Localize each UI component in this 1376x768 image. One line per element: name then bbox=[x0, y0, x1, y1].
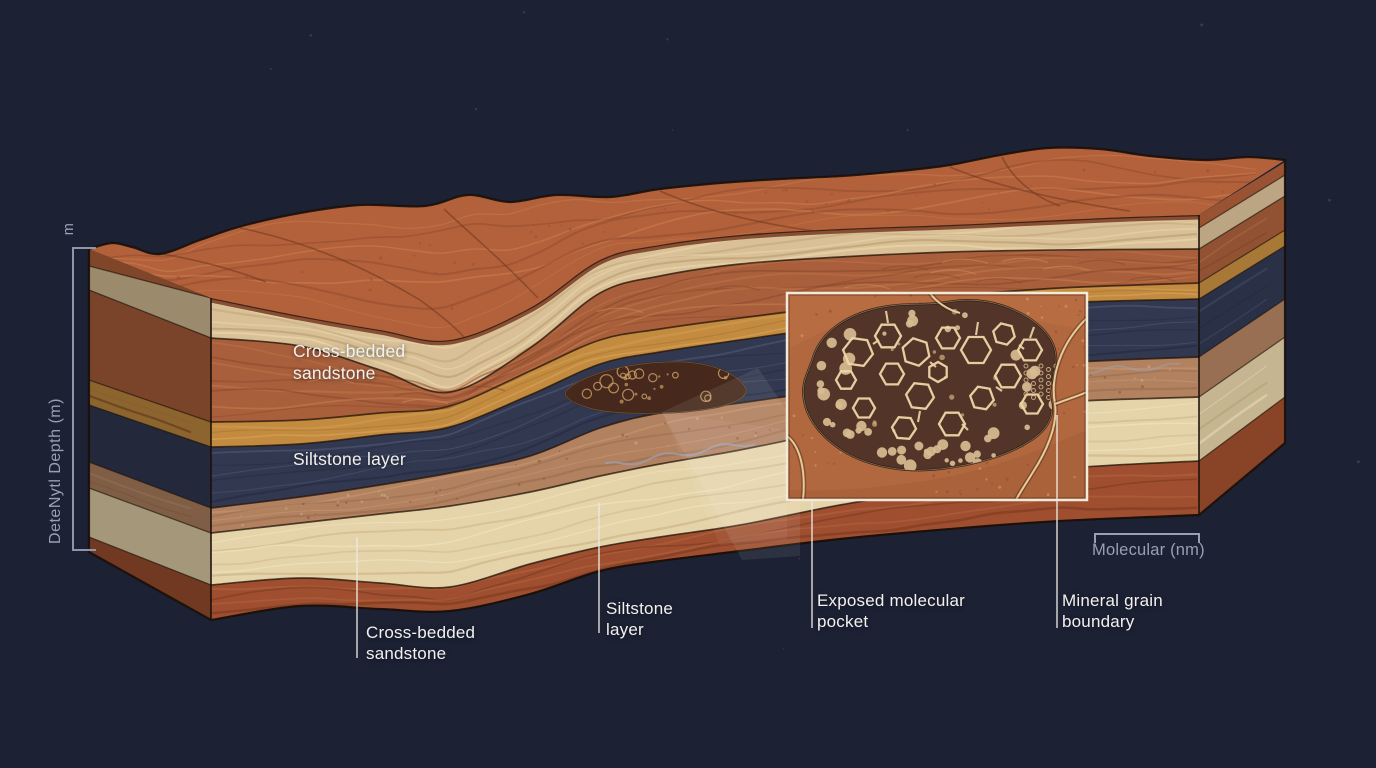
molecular-pocket-lens bbox=[564, 361, 747, 415]
molecular-scale-bracket bbox=[1094, 533, 1200, 543]
molecular-inset-border bbox=[785, 291, 1089, 502]
block-top-terrain bbox=[89, 147, 1285, 341]
zoom-highlight-beam bbox=[662, 368, 800, 560]
molecular-inset-content bbox=[787, 293, 1087, 500]
block-right-face bbox=[1198, 162, 1286, 515]
block-outline-edges bbox=[87, 146, 1287, 622]
block-left-face bbox=[88, 249, 212, 620]
callout-leader-lines bbox=[356, 415, 1058, 658]
depth-axis-line bbox=[72, 247, 96, 551]
